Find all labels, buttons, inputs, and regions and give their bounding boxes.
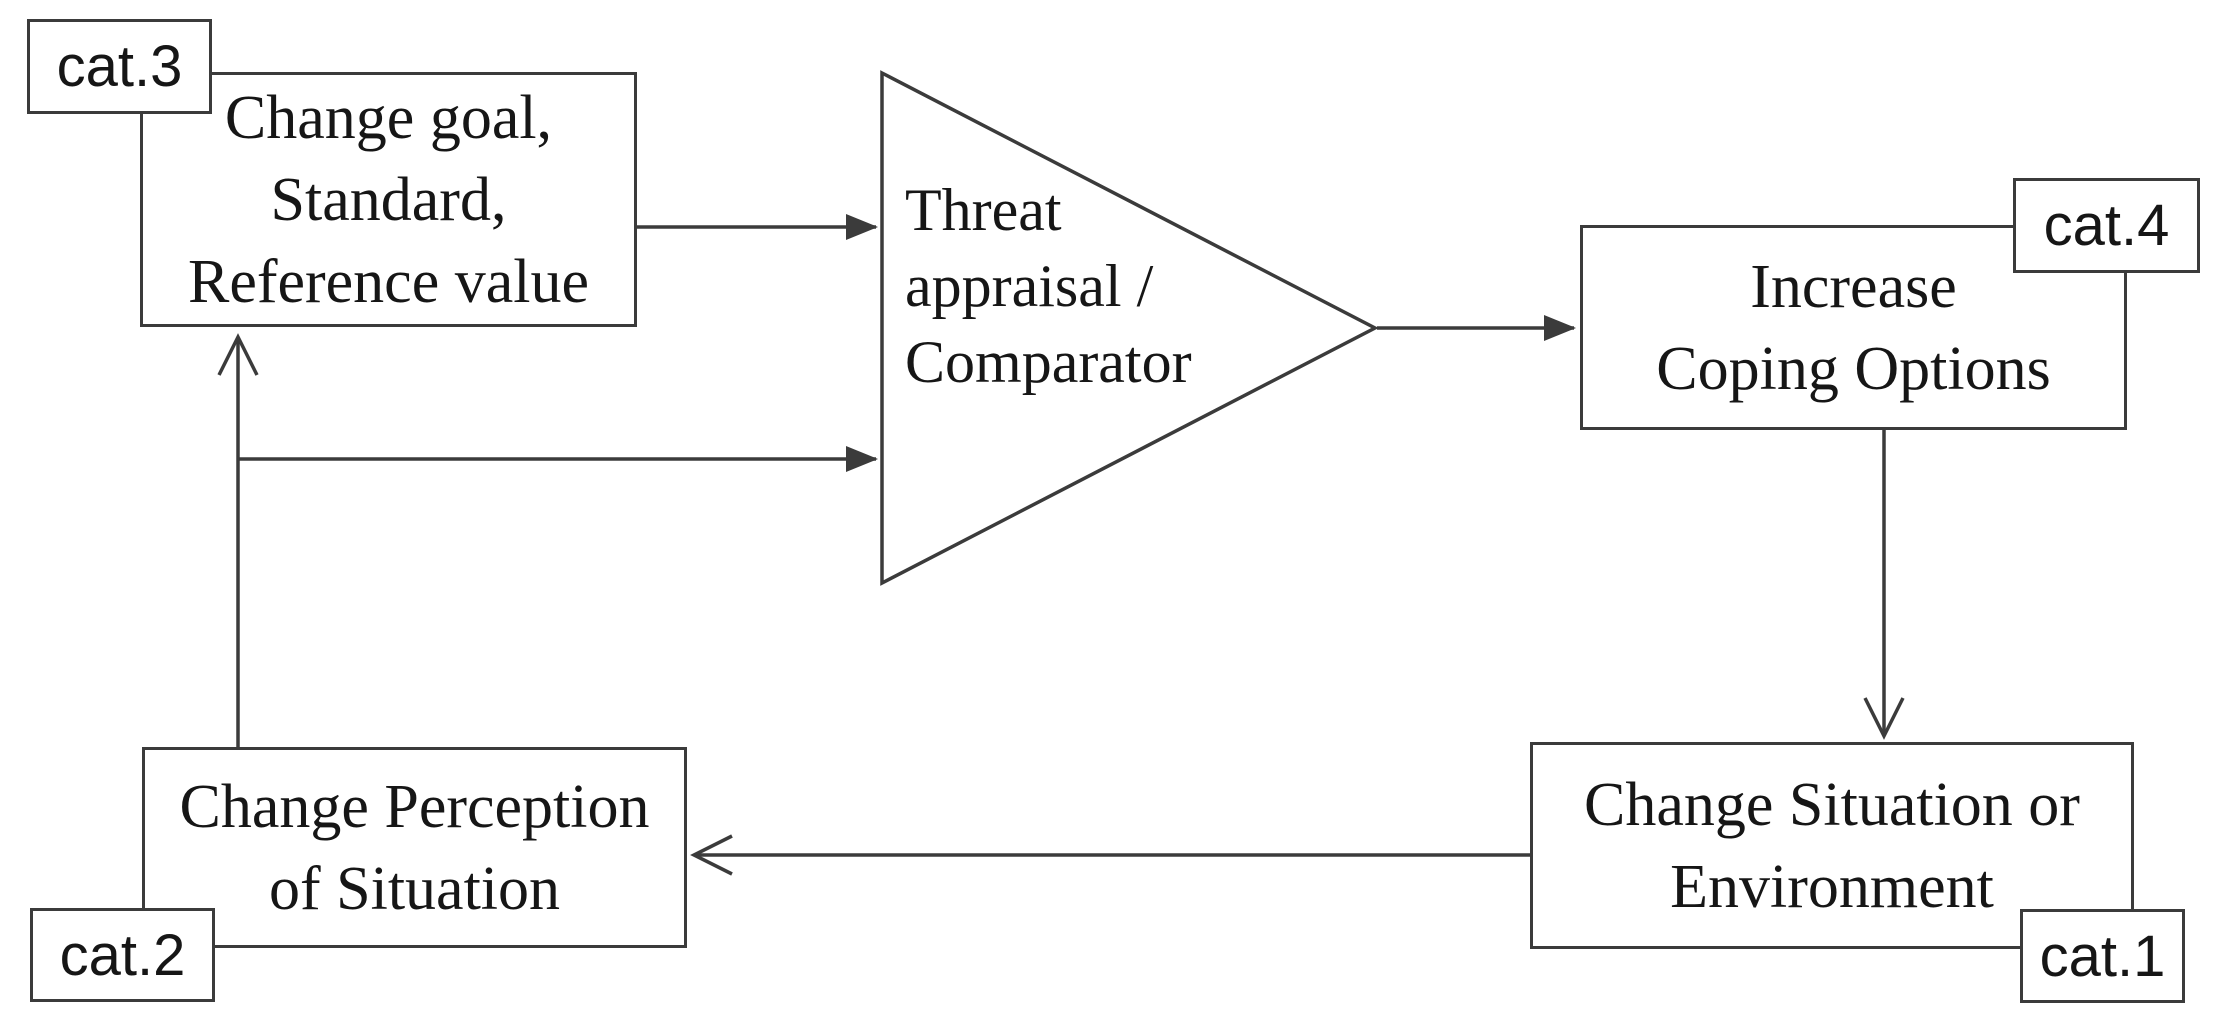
node-change-goal-line1: Change goal, [224,83,553,152]
node-increase-coping-line1: Increase [1750,252,1957,321]
node-threat-comparator-label: Threat appraisal / Comparator [905,172,1192,400]
tag-cat4: cat.4 [2013,178,2200,273]
node-increase-coping-line2: Coping Options [1656,334,2051,403]
tag-cat1: cat.1 [2020,909,2185,1003]
node-threat-comparator-line1: Threat [905,177,1062,243]
node-threat-comparator-line2: appraisal / [905,253,1154,319]
node-change-perception-line2: of Situation [268,854,561,923]
node-change-goal-line2: Standard, [270,165,507,234]
threat-comparator-triangle [880,70,1379,586]
node-change-goal-line3: Reference value [187,247,589,316]
node-change-situation-line1: Change Situation or [1584,770,2080,839]
tag-cat2: cat.2 [30,908,215,1002]
node-change-perception-line1: Change Perception [179,772,650,841]
node-change-situation-line2: Environment [1670,852,1994,921]
node-change-goal: Change goal, Standard, Reference value [140,72,637,327]
node-change-perception: Change Perception of Situation [142,747,687,948]
node-threat-comparator-line3: Comparator [905,329,1192,395]
tag-cat3: cat.3 [27,19,212,114]
